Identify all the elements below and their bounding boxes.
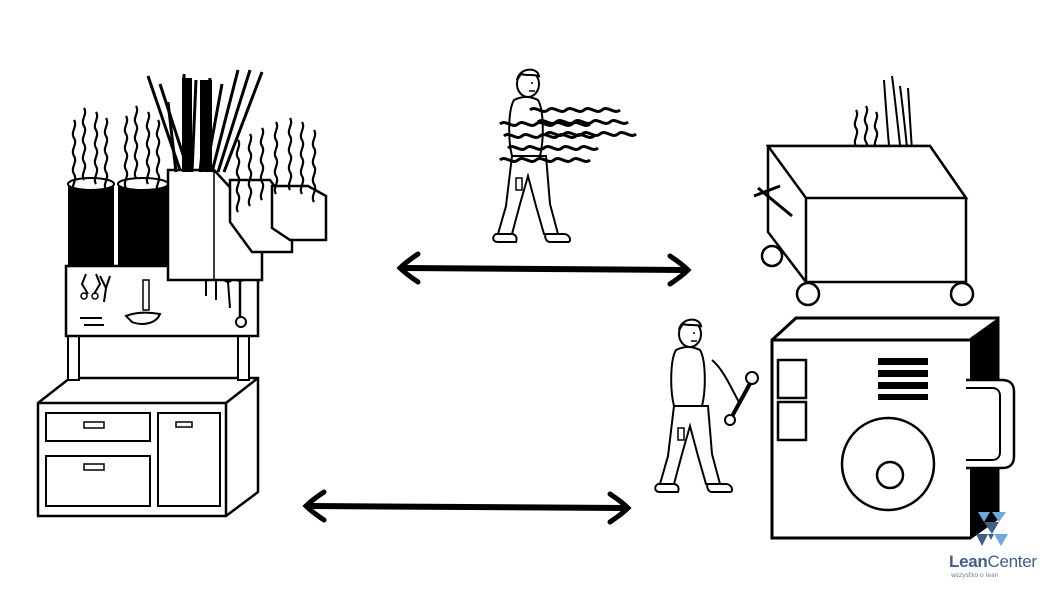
material-cart-icon xyxy=(753,75,975,307)
logo-brand-bold: Lean xyxy=(949,552,988,571)
worker-carrying-material-icon xyxy=(492,68,638,243)
logo-brand-light: Center xyxy=(987,552,1037,571)
logo-wordmark: LeanCenter xyxy=(949,552,1037,572)
leancenter-logo-icon xyxy=(976,512,1008,546)
logo-tagline: wszystko o lean xyxy=(951,572,999,579)
double-arrow-icon xyxy=(396,251,692,287)
workbench-with-tools-icon xyxy=(36,69,328,518)
worker-with-wrench-icon xyxy=(654,318,759,493)
machine-icon xyxy=(770,316,1016,540)
double-arrow-icon xyxy=(302,489,632,525)
